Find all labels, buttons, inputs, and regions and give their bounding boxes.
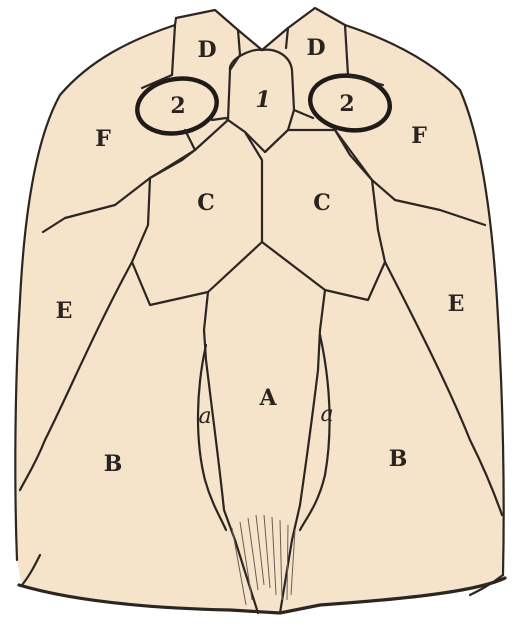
- label-d-right: D: [306, 35, 325, 61]
- label-e-right: E: [448, 291, 465, 317]
- label-d-left: D: [197, 37, 216, 63]
- label-b-left: B: [104, 451, 123, 477]
- label-b-right: B: [389, 446, 408, 472]
- label-c-left: C: [197, 190, 215, 216]
- label-a: A: [258, 385, 277, 411]
- label-f-left: F: [95, 126, 111, 152]
- label-f-right: F: [411, 123, 427, 149]
- label-a-small-left: a: [198, 404, 211, 429]
- label-a-small-right: a: [320, 402, 333, 427]
- label-2-left: 2: [170, 93, 185, 119]
- label-e-left: E: [56, 298, 73, 324]
- label-2-right: 2: [339, 91, 354, 117]
- label-c-right: C: [313, 190, 331, 216]
- label-1: 1: [255, 87, 270, 113]
